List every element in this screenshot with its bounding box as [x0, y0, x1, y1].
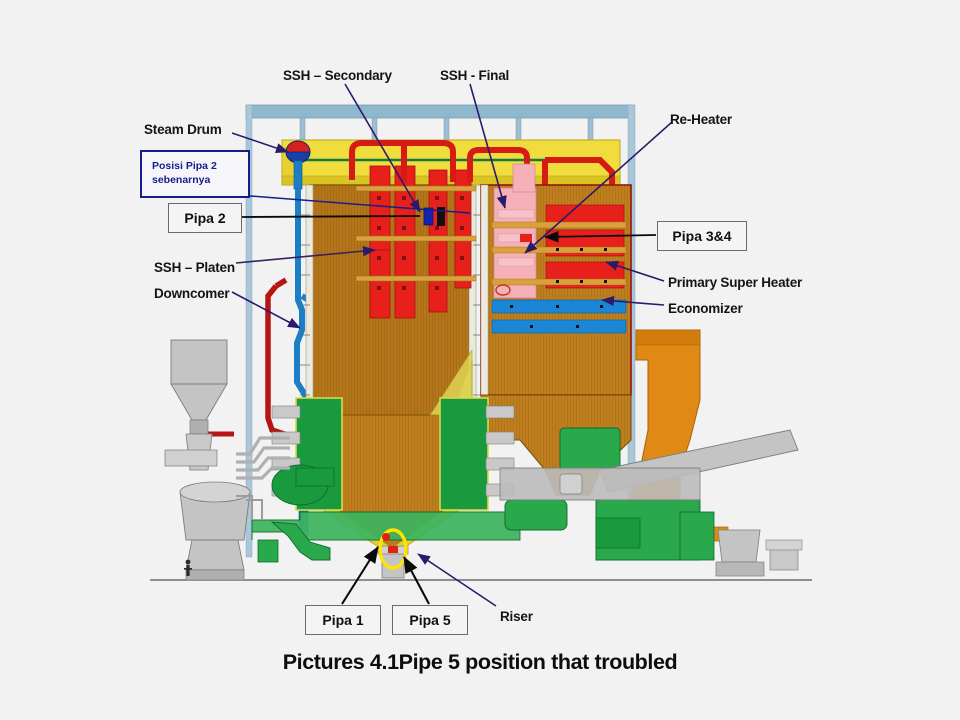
steam-drum: [285, 140, 311, 190]
pipe5-highlight-ellipse: [378, 528, 408, 570]
economizer-bank: [491, 284, 627, 334]
label-economizer: Economizer: [668, 301, 743, 316]
figure-caption: Pictures 4.1Pipe 5 position that trouble…: [282, 650, 678, 674]
label-ssh-final: SSH - Final: [440, 68, 510, 83]
conveyor-belt: [499, 429, 803, 577]
callout-pipa-2[interactable]: Pipa 2: [168, 203, 242, 233]
label-ssh-secondary: SSH – Secondary: [283, 68, 392, 83]
burner-windbox-assembly: [251, 397, 715, 563]
label-steam-drum: Steam Drum: [144, 122, 222, 137]
label-ssh-platen: SSH – Platen: [154, 260, 235, 275]
callout-pipa-3-and-4[interactable]: Pipa 3&4: [657, 221, 747, 251]
label-primary-super-heater: Primary Super Heater: [668, 275, 803, 290]
pulverizer-and-silo: [164, 339, 290, 581]
label-downcomer: Downcomer: [154, 286, 230, 301]
callout-pipa-5[interactable]: Pipa 5: [392, 605, 468, 635]
label-riser: Riser: [500, 609, 533, 624]
scale-human-figure: [184, 559, 192, 576]
callout-pipa-1[interactable]: Pipa 1: [305, 605, 381, 635]
pipe2-location-markers: [423, 207, 445, 226]
steam-header-piping: [349, 140, 615, 186]
note-posisi-pipa-2: Posisi Pipa 2 sebenarnya: [140, 150, 250, 198]
leader-lines: [231, 83, 673, 607]
label-re-heater: Re-Heater: [670, 112, 732, 127]
